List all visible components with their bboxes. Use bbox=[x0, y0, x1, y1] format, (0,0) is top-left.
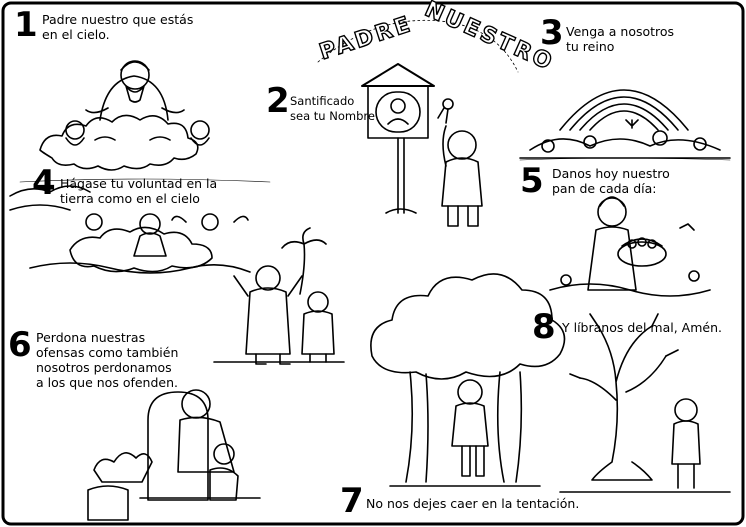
panel-2-number: 2 bbox=[266, 81, 290, 121]
panel-2-caption: Santificado sea tu Nombre bbox=[290, 94, 375, 123]
panel-6-number: 6 bbox=[8, 325, 32, 365]
panel-4-caption: Hágase tu voluntad en la tierra como en … bbox=[60, 176, 218, 206]
panel-1-caption: Padre nuestro que estás en el cielo. bbox=[42, 12, 194, 42]
panel-7-number: 7 bbox=[340, 481, 364, 521]
panel-5-caption: Danos hoy nuestro pan de cada día: bbox=[552, 166, 670, 196]
title-banner bbox=[317, 19, 519, 73]
bread-basket-icon bbox=[549, 196, 711, 297]
god-in-clouds-icon bbox=[39, 60, 210, 171]
panel-8-caption: Y líbranos del mal, Amén. bbox=[562, 320, 722, 335]
panel-3-number: 3 bbox=[540, 13, 564, 53]
praying-children-icon bbox=[213, 227, 345, 365]
embrace-icon bbox=[87, 389, 261, 521]
panel-8-number: 8 bbox=[532, 307, 556, 347]
panel-1-number: 1 bbox=[14, 5, 38, 45]
panel-6-caption: Perdona nuestras ofensas como también no… bbox=[36, 330, 179, 390]
forest-boy-icon bbox=[370, 273, 566, 487]
panel-4-number: 4 bbox=[32, 163, 56, 203]
panel-3-caption: Venga a nosotros tu reino bbox=[566, 24, 675, 54]
tree-boy-icon bbox=[559, 313, 731, 493]
panel-7-caption: No nos dejes caer en la tentación. bbox=[366, 496, 580, 511]
child-at-shrine-icon bbox=[441, 125, 483, 227]
panel-5-number: 5 bbox=[520, 161, 544, 201]
angels-icon bbox=[9, 185, 251, 274]
rainbow-icon bbox=[519, 89, 731, 159]
shrine-icon bbox=[361, 63, 454, 214]
